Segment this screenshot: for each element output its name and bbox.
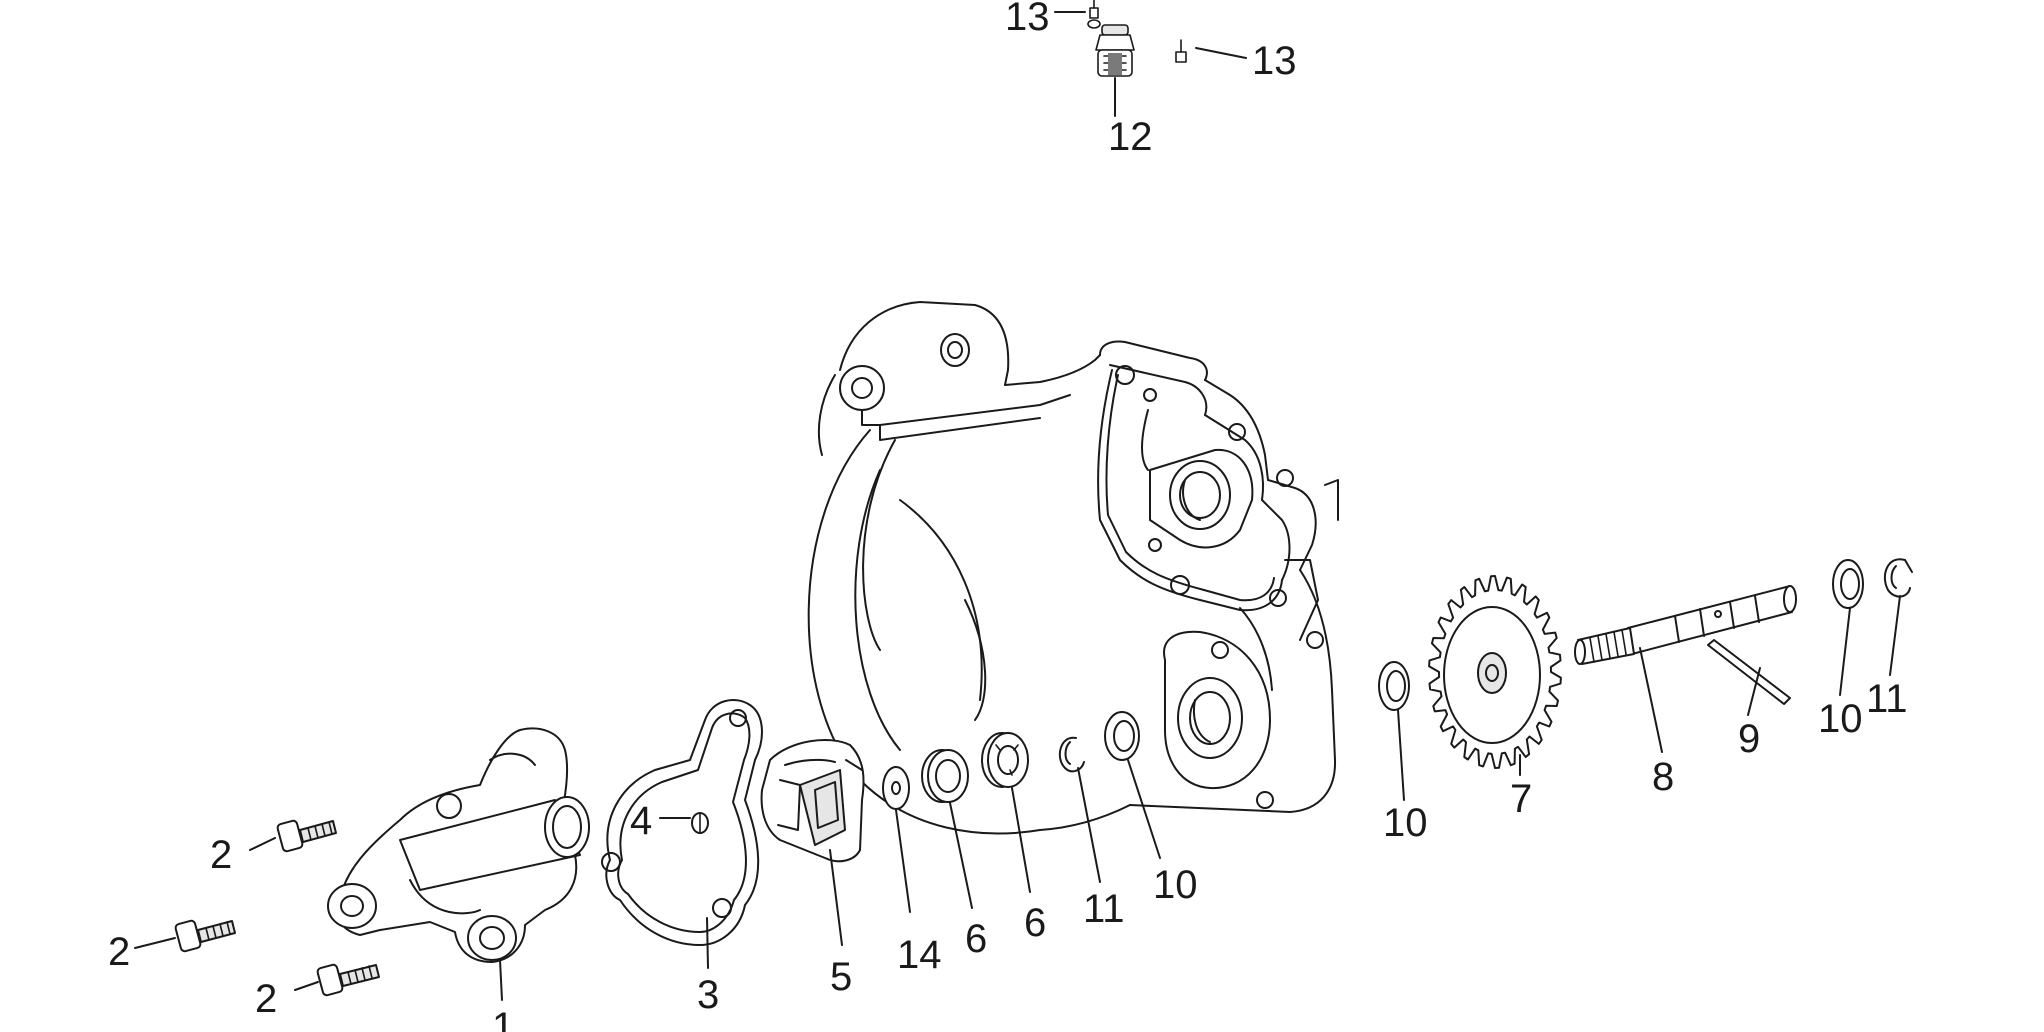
label-part-2-middle: 2 [108, 930, 130, 974]
pin-part-9 [1707, 639, 1791, 716]
circlip-part-11-left [1058, 736, 1101, 883]
label-part-1: 1 [492, 1005, 514, 1032]
label-part-10-left: 10 [1153, 863, 1198, 907]
gear-part-7 [1428, 575, 1562, 776]
label-part-10-right: 10 [1818, 697, 1863, 741]
seal-part-6-left [921, 749, 973, 909]
label-part-4: 4 [630, 799, 652, 843]
label-part-5: 5 [830, 955, 852, 999]
label-part-14: 14 [897, 933, 942, 977]
engine-case-cover [807, 301, 1339, 835]
label-part-7: 7 [1510, 777, 1532, 821]
washer-part-10-right [1832, 559, 1864, 696]
leader-part-1 [499, 959, 503, 1001]
screw-part-13-right [1175, 39, 1247, 63]
screw-part-13-left [1054, 0, 1101, 29]
impeller-part-5 [760, 739, 865, 946]
thermostat-part-12 [1095, 24, 1135, 117]
label-part-12: 12 [1108, 115, 1153, 159]
bolt-part-2-middle [134, 919, 236, 953]
part-labels: 13 13 12 2 2 2 1 4 3 5 14 6 6 11 10 10 7… [108, 0, 1908, 1032]
label-part-6-right: 6 [1024, 901, 1046, 945]
plug-part-4 [659, 812, 709, 834]
bolt-part-2-bottom [294, 963, 380, 997]
label-part-10-middle: 10 [1383, 801, 1428, 845]
shaft-part-8 [1574, 585, 1797, 753]
circlip-part-11-right [1883, 558, 1913, 676]
label-part-11-left: 11 [1083, 887, 1125, 931]
label-part-11-right: 11 [1866, 677, 1908, 721]
label-part-2-top: 2 [210, 833, 232, 877]
seal-part-6-right [981, 732, 1031, 893]
bolt-part-2-top [249, 819, 337, 853]
label-part-2-bottom: 2 [255, 977, 277, 1021]
washer-part-14 [882, 766, 911, 913]
label-part-9: 9 [1738, 717, 1760, 761]
label-part-13-right: 13 [1252, 39, 1297, 83]
label-part-8: 8 [1652, 755, 1674, 799]
washer-part-10-left [1104, 711, 1161, 859]
pump-cover-part-1 [327, 727, 590, 963]
label-part-13-left: 13 [1005, 0, 1050, 39]
washer-part-10-middle [1378, 661, 1410, 801]
label-part-3: 3 [697, 973, 719, 1017]
label-part-6-left: 6 [965, 917, 987, 961]
gasket-part-3 [601, 699, 763, 969]
